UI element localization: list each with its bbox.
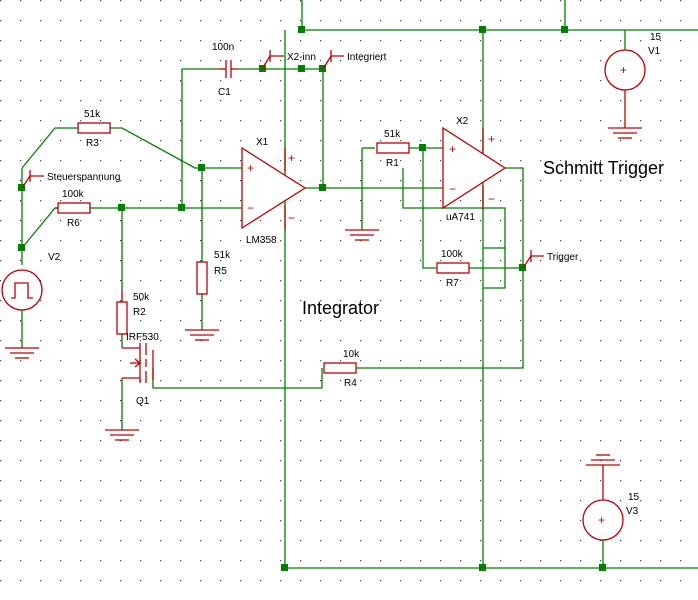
x1-vplus-sign: +: [288, 151, 295, 165]
probe-steuerspannung[interactable]: Steuerspannung: [21, 170, 120, 189]
r7-value: 100k: [441, 249, 464, 260]
r5-value: 51k: [214, 250, 231, 261]
x2-ref: X2: [456, 116, 469, 127]
r4-value: 10k: [343, 349, 360, 360]
probe-integriert-label: Integriert: [347, 52, 387, 63]
r6-ref: R6: [67, 218, 80, 229]
dc-source-v3[interactable]: + 15 V3: [582, 465, 640, 541]
r1-ref: R1: [386, 158, 399, 169]
c1-ref: C1: [218, 87, 231, 98]
pulse-source-v2[interactable]: V2: [1, 252, 61, 311]
resistor-r2[interactable]: 50k R2: [116, 290, 150, 335]
r3-value: 51k: [84, 109, 101, 120]
resistor-r6[interactable]: 100k R6: [55, 189, 91, 229]
q1-model: IRF530: [126, 332, 159, 343]
q1-ref: Q1: [136, 396, 150, 407]
ground-symbol: [5, 347, 39, 359]
r1-value: 51k: [384, 129, 401, 140]
r4-ref: R4: [344, 378, 357, 389]
opamp-x2[interactable]: + − + − X2 uA741: [442, 116, 507, 223]
x1-plus-sign: +: [247, 161, 254, 175]
resistor-r4[interactable]: 10k R4: [323, 349, 360, 389]
probe-x2-inn-label: X2-inn: [287, 52, 316, 63]
capacitor-c1[interactable]: 100n C1: [212, 42, 238, 98]
x1-model: LM358: [246, 235, 277, 246]
x1-minus-sign: −: [247, 201, 254, 215]
v2-ref: V2: [48, 252, 61, 263]
x1-ref: X1: [256, 137, 269, 148]
ground-symbol: [105, 429, 139, 441]
x2-minus-sign: −: [449, 182, 456, 196]
r7-ref: R7: [446, 278, 459, 289]
ground-symbol: [608, 127, 642, 139]
integrator-title: Integrator: [302, 298, 379, 318]
v3-ref: V3: [626, 506, 639, 517]
junctions: [18, 26, 606, 571]
r2-ref: R2: [133, 307, 146, 318]
probe-trigger[interactable]: Trigger: [522, 250, 579, 269]
resistor-r5[interactable]: 51k R5: [196, 250, 231, 295]
x2-vplus-sign: +: [488, 132, 495, 146]
resistor-r7[interactable]: 100k R7: [436, 249, 470, 289]
ground-symbol: [586, 454, 620, 466]
x2-vminus-sign: −: [488, 192, 495, 206]
c1-value: 100n: [212, 42, 234, 53]
resistor-r3[interactable]: 51k R3: [77, 109, 111, 149]
r6-value: 100k: [62, 189, 85, 200]
probe-steuerspannung-label: Steuerspannung: [47, 172, 120, 183]
dc-source-v1[interactable]: + 15 V1: [604, 32, 662, 128]
v3-value: 15: [628, 492, 640, 503]
mosfet-q1[interactable]: IRF530 Q1: [122, 332, 159, 407]
x2-plus-sign: +: [449, 142, 456, 156]
x2-model: uA741: [446, 212, 475, 223]
probe-x2-inn[interactable]: X2-inn: [261, 50, 316, 70]
probe-trigger-label: Trigger: [547, 252, 579, 263]
r2-value: 50k: [133, 292, 150, 303]
ground-symbol: [185, 329, 219, 341]
v1-ref: V1: [648, 46, 661, 57]
x1-vminus-sign: −: [288, 211, 295, 225]
r5-ref: R5: [214, 266, 227, 277]
v1-plus-sign: +: [620, 63, 627, 77]
schmitt-trigger-title: Schmitt Trigger: [543, 158, 664, 178]
v1-value: 15: [650, 32, 662, 43]
r3-ref: R3: [86, 138, 99, 149]
opamp-x1[interactable]: + − + − X1 LM358: [241, 137, 307, 246]
v3-plus-sign: +: [598, 513, 605, 527]
ground-symbol: [345, 229, 379, 241]
probe-integriert[interactable]: Integriert: [322, 50, 387, 70]
resistor-r1[interactable]: 51k R1: [376, 129, 410, 169]
